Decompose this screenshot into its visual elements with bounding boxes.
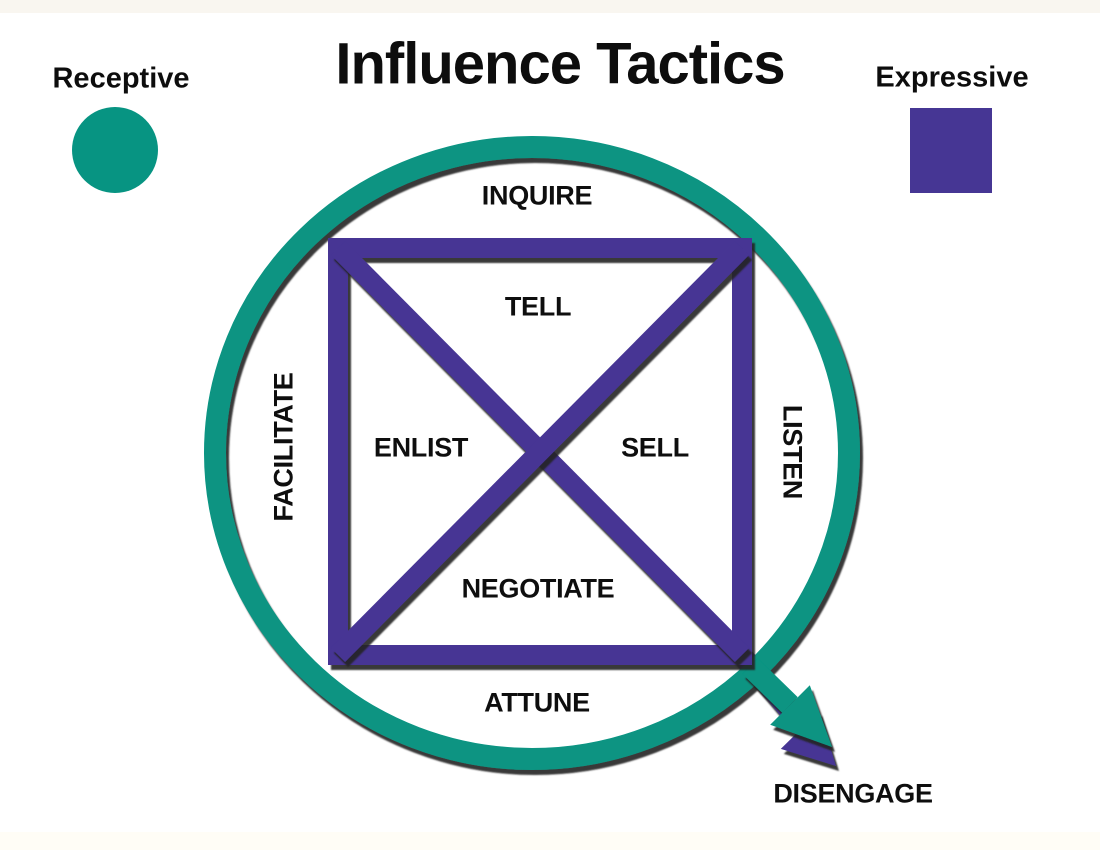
receptive-circle-icon <box>72 107 158 193</box>
diagonal-topright-bottomleft <box>330 240 750 663</box>
exit-label-disengage: DISENGAGE <box>773 778 933 809</box>
square-label-tell: TELL <box>504 291 572 322</box>
disengage-arrow-teal-head <box>770 685 832 747</box>
ring-label-listen: LISTEN <box>777 404 808 500</box>
expressive-square-icon <box>910 108 992 193</box>
ring-label-inquire: INQUIRE <box>481 180 593 211</box>
page-title: Influence Tactics <box>335 31 785 97</box>
square-label-sell: SELL <box>621 432 689 463</box>
bottom-border-strip <box>0 832 1100 850</box>
cycle-ring <box>204 136 860 770</box>
ring-label-attune: ATTUNE <box>484 687 590 718</box>
disengage-arrow-teal <box>742 658 832 747</box>
square-label-negotiate: NEGOTIATE <box>461 573 615 604</box>
top-border-strip <box>0 0 1100 13</box>
expressive-label: Expressive <box>875 61 1029 94</box>
disengage-arrow-teal-shaft <box>742 658 798 713</box>
ring-label-facilitate: FACILITATE <box>268 372 299 522</box>
square-label-enlist: ENLIST <box>373 432 469 463</box>
receptive-label: Receptive <box>52 62 190 95</box>
tactics-square <box>328 238 752 665</box>
